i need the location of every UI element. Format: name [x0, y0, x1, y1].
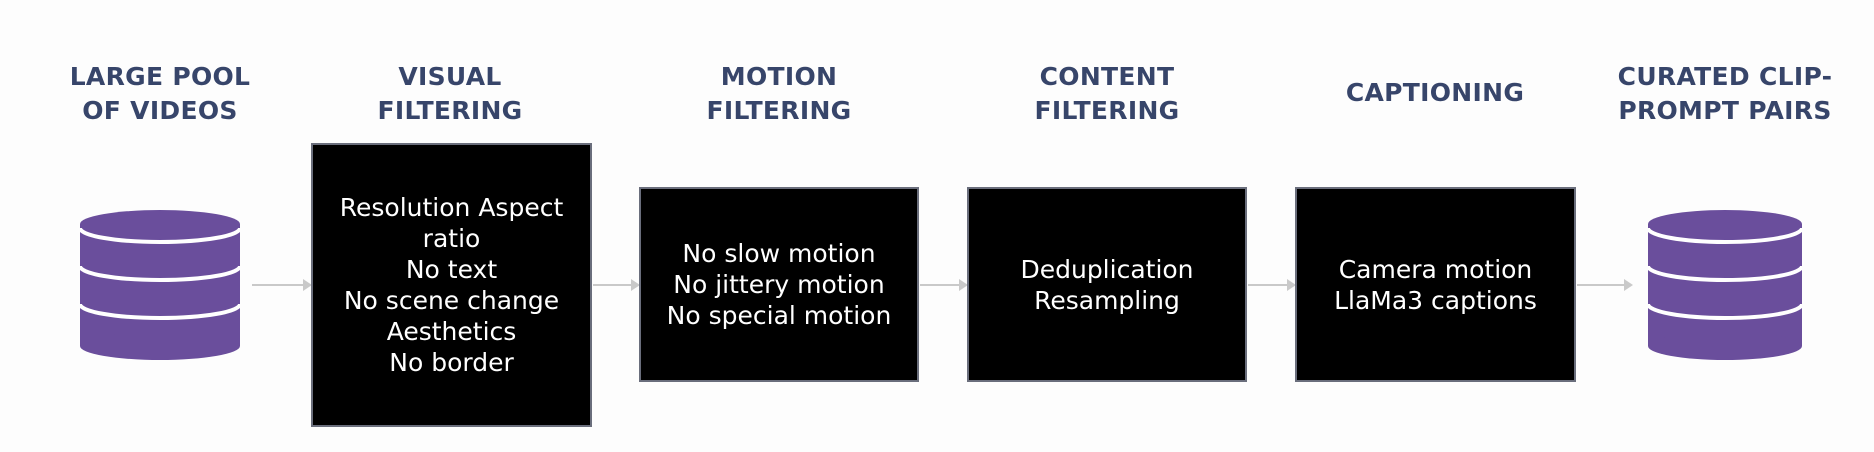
filter-item: No special motion [666, 301, 892, 330]
stage-title-captioning: CAPTIONING [1285, 76, 1585, 110]
title-line: FILTERING [377, 96, 523, 125]
captioning-box: Camera motion LlaMa3 captions [1295, 187, 1576, 382]
filter-item: Resampling [1034, 285, 1180, 315]
filter-item: No text [405, 255, 498, 284]
title-line: OF VIDEOS [82, 96, 238, 125]
caption-item: LlaMa3 captions [1334, 285, 1537, 315]
stage-title-large-pool: LARGE POOL OF VIDEOS [10, 60, 310, 128]
title-line: CAPTIONING [1345, 78, 1525, 107]
title-line: PROMPT PAIRS [1618, 96, 1832, 125]
title-line: LARGE POOL [69, 62, 251, 91]
stage-title-curated-pairs: CURATED CLIP- PROMPT PAIRS [1575, 60, 1874, 128]
motion-filtering-box: No slow motion No jittery motion No spec… [639, 187, 919, 382]
filter-item: No border [389, 348, 514, 377]
filter-item: No scene change [343, 286, 560, 315]
filter-item: Resolution Aspect [339, 193, 564, 222]
filter-item: Aesthetics [386, 317, 517, 346]
flow-arrow [1248, 279, 1296, 291]
title-line: CONTENT [1039, 62, 1175, 91]
flow-arrow [920, 279, 968, 291]
filter-item: No jittery motion [673, 270, 885, 299]
flow-arrow [593, 279, 640, 291]
title-line: CURATED CLIP- [1617, 62, 1833, 91]
flow-arrow [252, 279, 312, 291]
visual-filtering-box: Resolution Aspect ratio No text No scene… [311, 143, 592, 427]
content-filtering-box: Deduplication Resampling [967, 187, 1247, 382]
database-icon [80, 210, 240, 360]
flow-arrow [1577, 279, 1633, 291]
title-line: FILTERING [1034, 96, 1180, 125]
filter-item: Deduplication [1020, 254, 1194, 284]
caption-item: Camera motion [1338, 254, 1533, 284]
title-line: MOTION [720, 62, 838, 91]
filter-item: No slow motion [682, 239, 876, 268]
title-line: VISUAL [398, 62, 502, 91]
stage-title-visual-filtering: VISUAL FILTERING [300, 60, 600, 128]
stage-title-motion-filtering: MOTION FILTERING [629, 60, 929, 128]
title-line: FILTERING [706, 96, 852, 125]
stage-title-content-filtering: CONTENT FILTERING [957, 60, 1257, 128]
filter-item: ratio [422, 224, 481, 253]
database-icon [1648, 210, 1802, 360]
